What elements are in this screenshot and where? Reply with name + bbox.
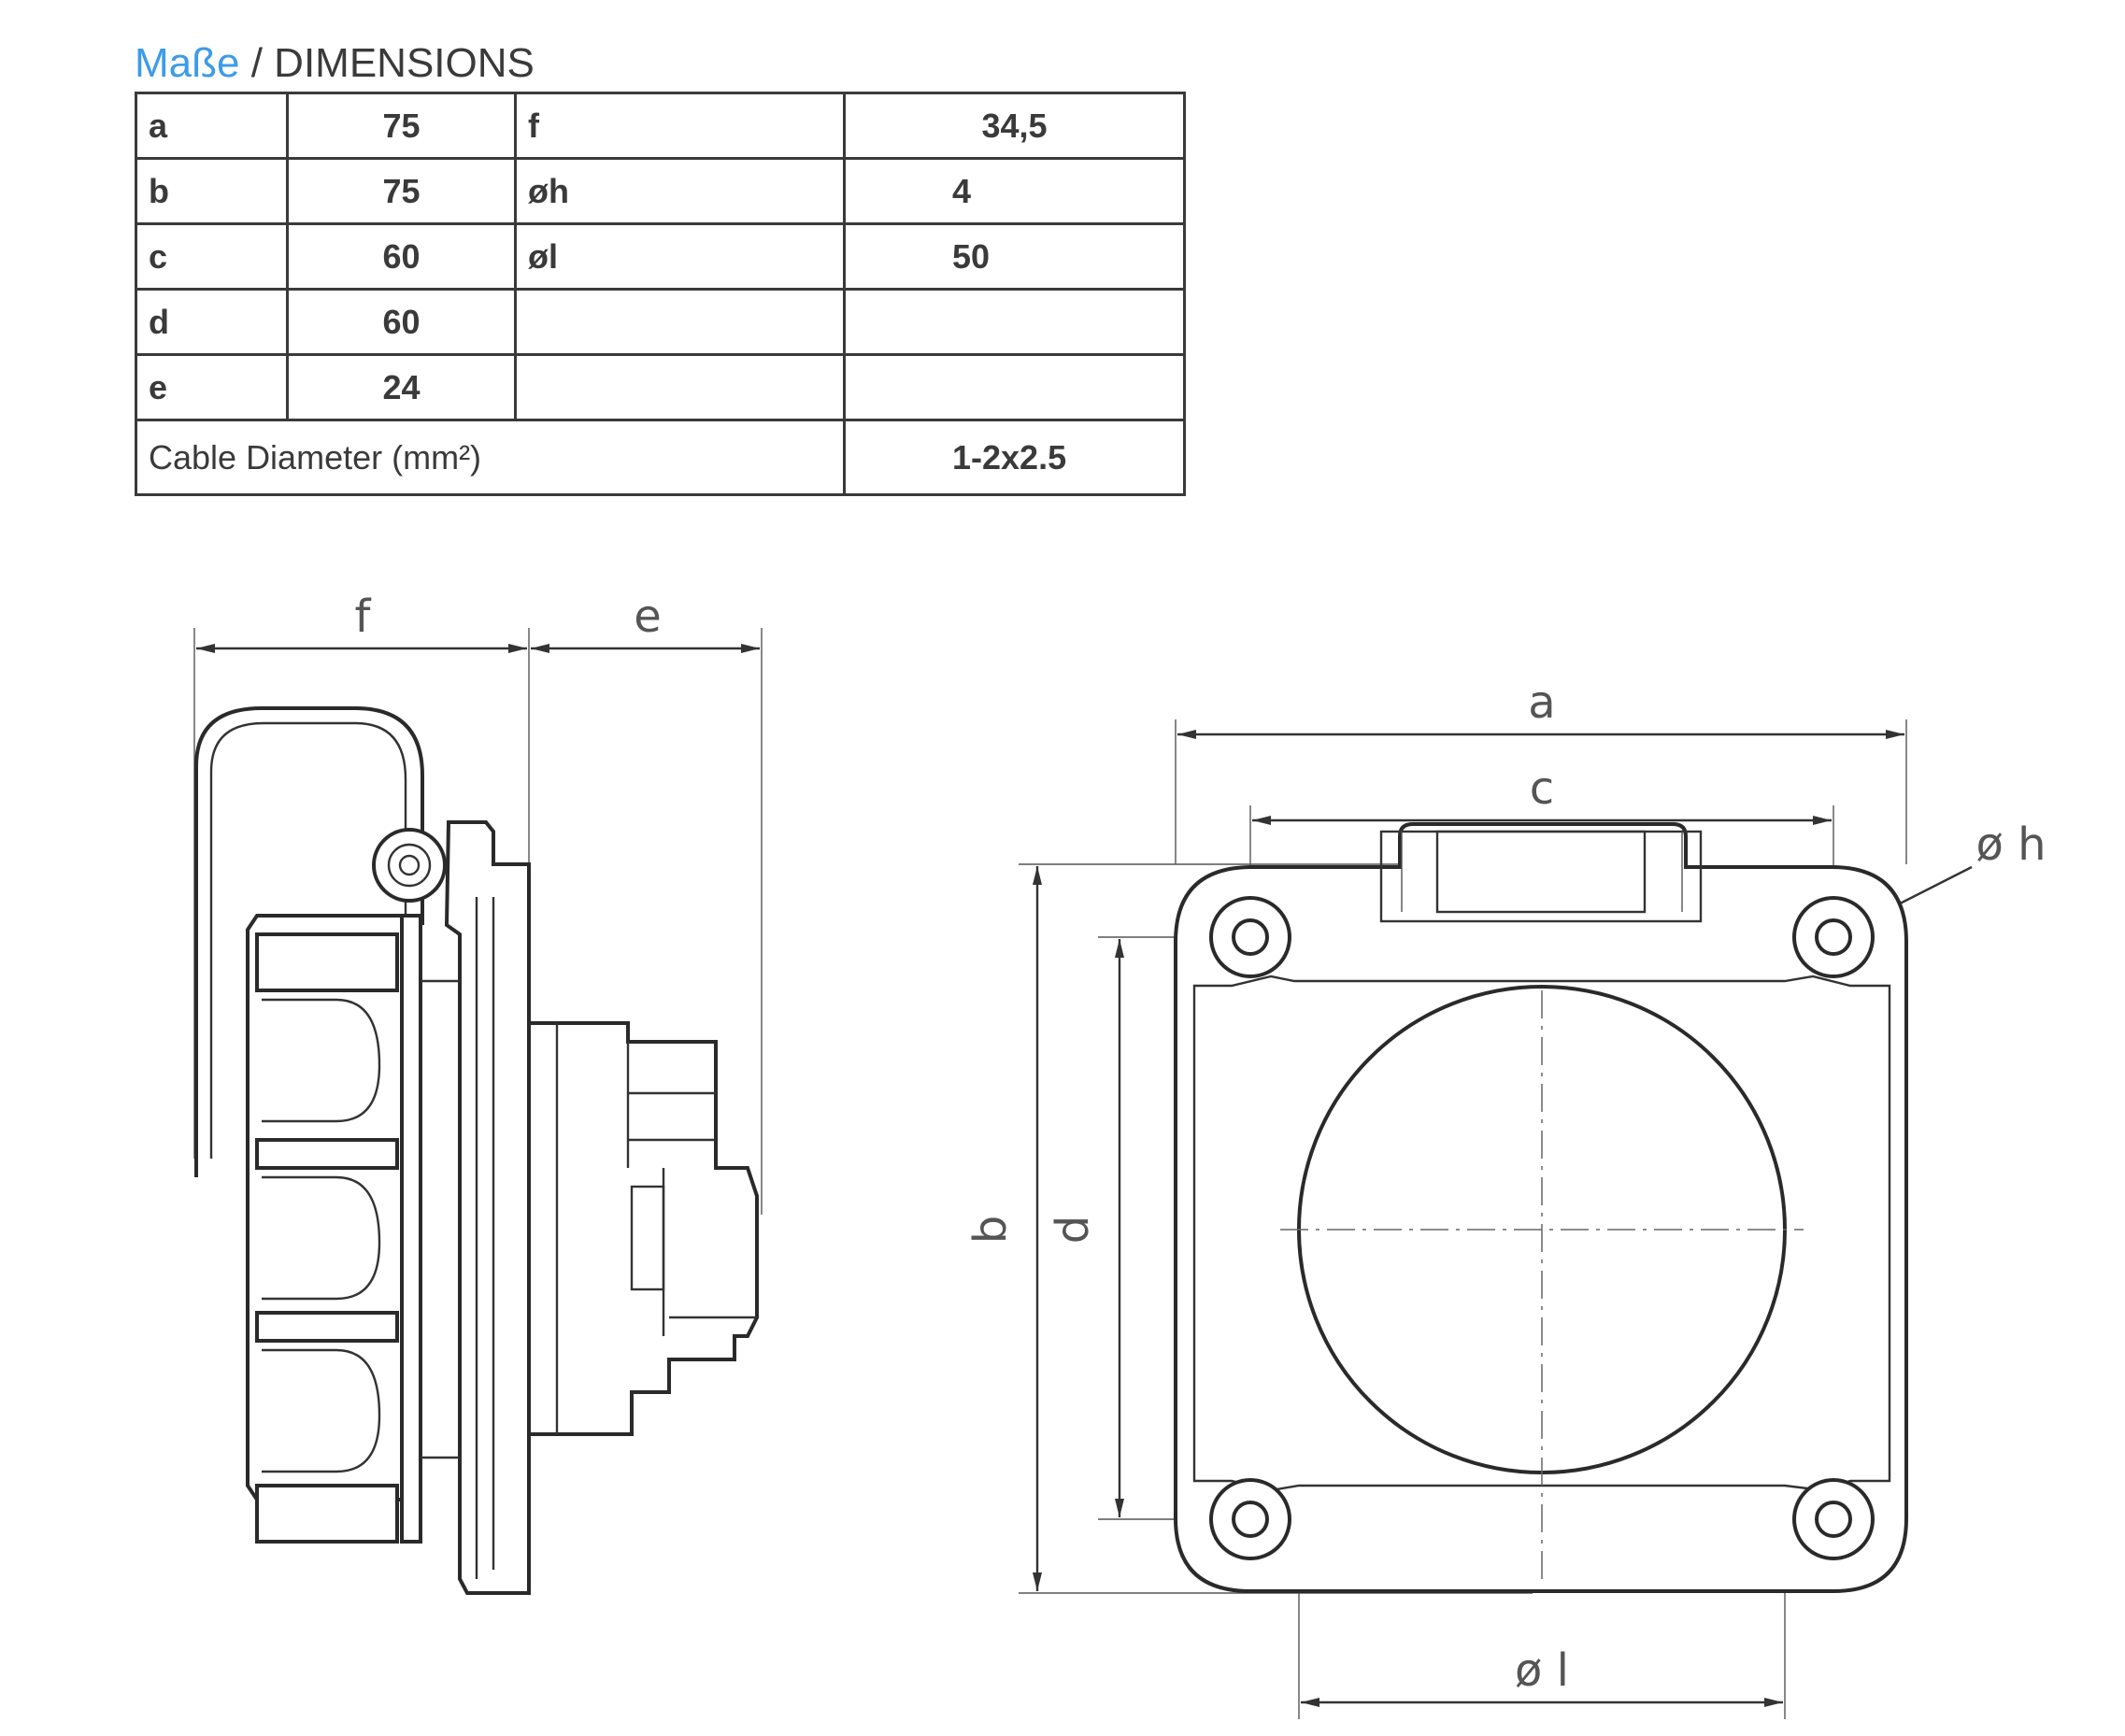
dim-value: 34,5	[843, 92, 1186, 160]
mounting-hole	[1232, 918, 1269, 956]
table-row: d 60	[135, 288, 1186, 356]
cable-row: Cable Diameter (mm²) 1-2x2.5	[135, 419, 1186, 496]
dim-value: 4	[843, 157, 1186, 225]
dim-key: c	[135, 222, 289, 291]
table-row: a 75 f 34,5	[135, 92, 1186, 160]
table-row: c 60 øl 50	[135, 222, 1186, 291]
dim-value: 60	[286, 222, 517, 291]
dimensions-heading: Maße / DIMENSIONS	[135, 37, 535, 90]
table-row: b 75 øh 4	[135, 157, 1186, 225]
mounting-hole	[1815, 918, 1852, 956]
dim-value: 75	[286, 92, 517, 160]
dim-key: a	[135, 92, 289, 160]
cable-diameter-label: Cable Diameter (mm²)	[135, 419, 846, 496]
front-view: a c b d ø h ø l	[964, 676, 2047, 1719]
dim-label-d: d	[1047, 1216, 1099, 1244]
mounting-hole	[1232, 1501, 1269, 1538]
ridge	[255, 1311, 399, 1343]
dim-value: 60	[286, 288, 517, 356]
side-view: f e	[193, 591, 763, 1595]
dim-label-c: c	[1530, 762, 1554, 815]
dim-label-h: ø h	[1975, 818, 2046, 871]
heading-german: Maße	[135, 40, 240, 86]
hinge-inner	[387, 843, 432, 888]
dim-key	[514, 353, 846, 421]
ridge	[255, 1484, 399, 1544]
dimensions-table: a 75 f 34,5 b 75 øh 4 c 60 øl 50 d 60 e …	[135, 92, 1186, 496]
lid-handle-inner	[209, 721, 407, 1159]
dim-value	[843, 288, 1186, 356]
hinge	[372, 828, 447, 903]
dim-value	[843, 353, 1186, 421]
ridge	[255, 932, 399, 992]
dim-label-b: b	[964, 1216, 1017, 1244]
dim-key	[514, 288, 846, 356]
dim-label-a: a	[1528, 676, 1555, 729]
mounting-hole	[1815, 1501, 1852, 1538]
dim-key: d	[135, 288, 289, 356]
dim-value: 75	[286, 157, 517, 225]
dim-label-f: f	[355, 591, 372, 643]
rear-connector	[527, 1021, 759, 1436]
dim-label-e: e	[634, 591, 662, 643]
grip-cavity	[262, 998, 381, 1123]
front-plate	[400, 914, 422, 1544]
dim-key: øh	[514, 157, 846, 225]
cable-diameter-value: 1-2x2.5	[843, 419, 1186, 496]
dim-key: øl	[514, 222, 846, 291]
heading-english: DIMENSIONS	[274, 40, 535, 86]
dim-value: 50	[843, 222, 1186, 291]
grip-cavity	[262, 1348, 381, 1473]
dim-key: e	[135, 353, 289, 421]
ridge	[255, 1138, 399, 1170]
hinge-block-inner	[1435, 830, 1647, 914]
flange	[444, 820, 531, 1595]
table-row: e 24	[135, 353, 1186, 421]
lid-handle	[194, 706, 424, 1177]
grip-cavity	[262, 1175, 381, 1301]
heading-separator: /	[239, 40, 275, 86]
dim-key: f	[514, 92, 846, 160]
dim-key: b	[135, 157, 289, 225]
hinge-pin	[398, 854, 421, 876]
dim-value: 24	[286, 353, 517, 421]
dim-label-l: ø l	[1515, 1644, 1569, 1697]
